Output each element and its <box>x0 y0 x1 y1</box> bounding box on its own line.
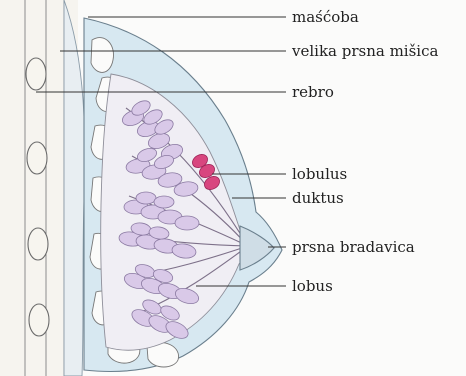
label-duktus: duktus <box>292 189 344 207</box>
label-mascoba: maśćoba <box>292 8 359 26</box>
rib-4 <box>29 304 49 336</box>
label-lobus: lobus <box>292 277 333 295</box>
rib-2 <box>27 142 47 174</box>
pectoral-muscle <box>64 0 85 376</box>
label-velika-prsna-misica: velika prsna mišica <box>291 42 439 60</box>
fat-1 <box>91 38 113 73</box>
rib-3 <box>28 228 48 260</box>
label-rebro: rebro <box>292 83 334 101</box>
rib-1 <box>26 58 46 90</box>
label-lobulus: lobulus <box>292 165 347 183</box>
label-prsna-bradavica: prsna bradavica <box>292 238 415 256</box>
